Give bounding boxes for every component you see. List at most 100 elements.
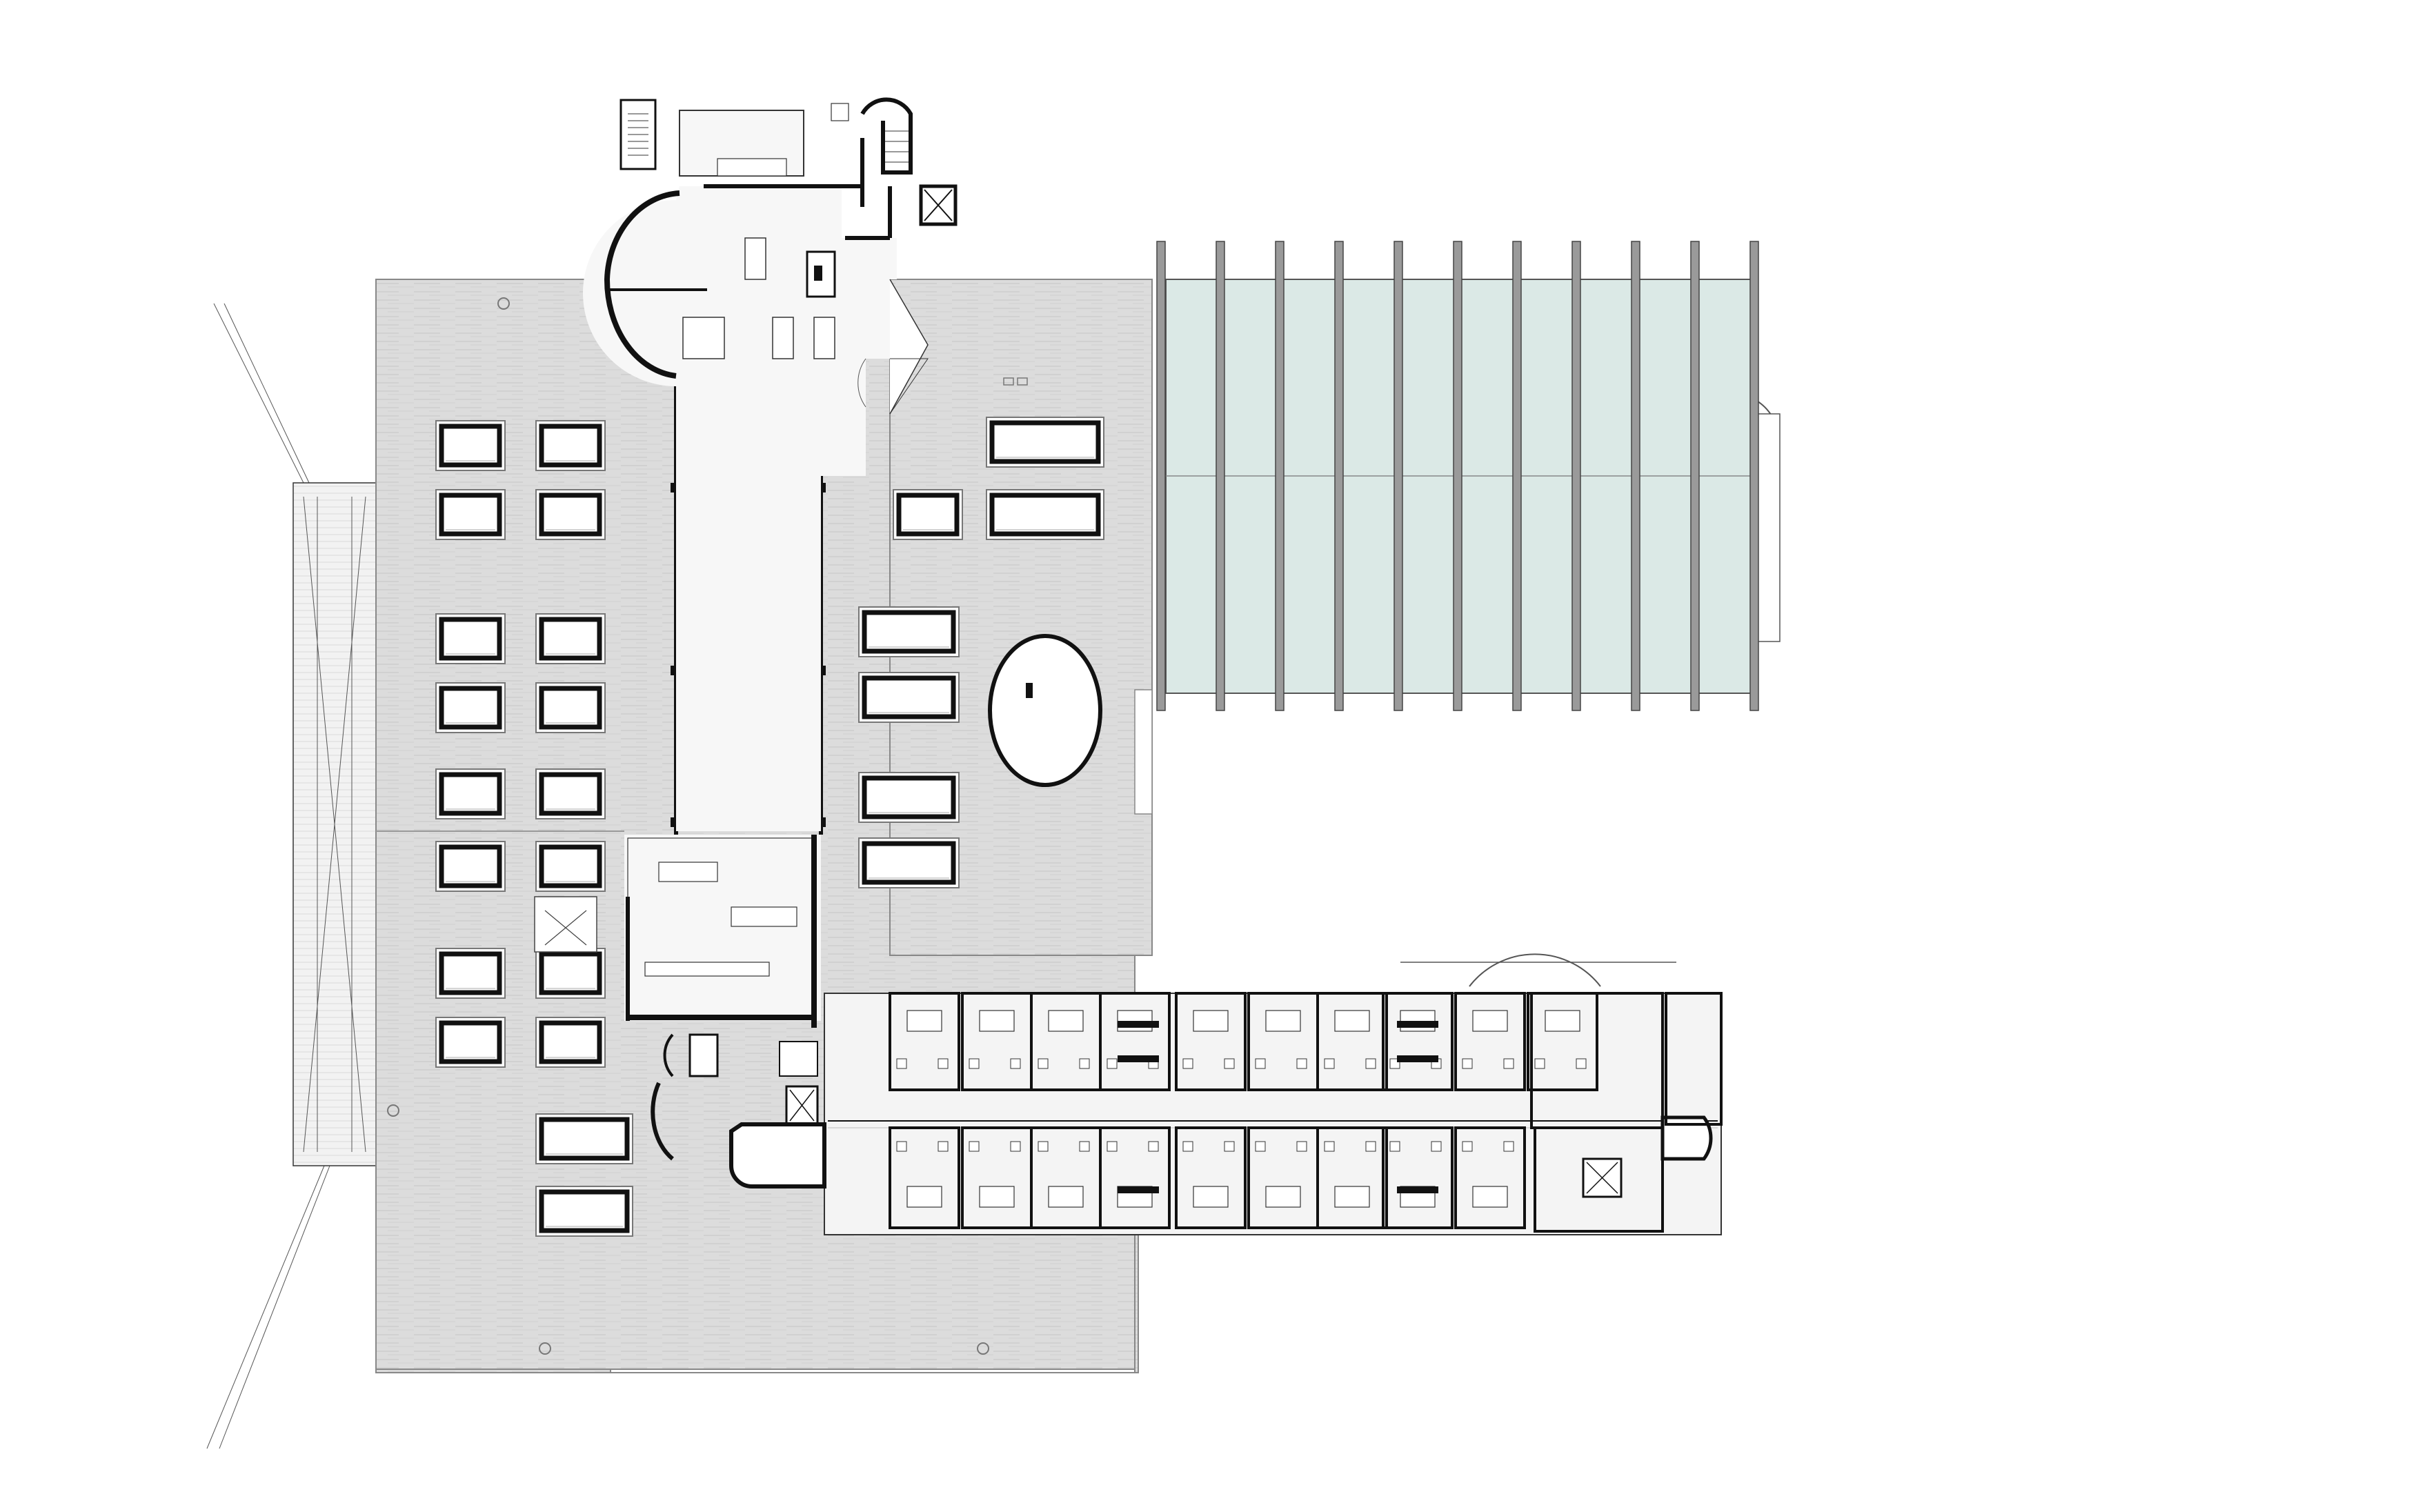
chair [1576, 1058, 1587, 1069]
bed [979, 1186, 1015, 1208]
skylight [535, 1113, 633, 1164]
skylight [858, 837, 960, 888]
chair [1534, 1058, 1545, 1069]
glass-fin [1571, 241, 1581, 711]
chair [1431, 1141, 1442, 1152]
bed [906, 1010, 942, 1032]
chair [969, 1141, 980, 1152]
oval-rooflight [988, 634, 1102, 787]
chair [1224, 1058, 1235, 1069]
hotel-room [1316, 992, 1388, 1091]
bed [1472, 1010, 1508, 1032]
bed [1265, 1186, 1301, 1208]
chair [1224, 1141, 1235, 1152]
chair [1324, 1058, 1335, 1069]
skylight [435, 613, 506, 664]
hotel-room [1175, 992, 1247, 1091]
glass-fin [1334, 241, 1344, 711]
chair [896, 1141, 907, 1152]
skylight [535, 682, 606, 733]
site-edge-lines [206, 303, 330, 1449]
core-bar [1118, 1021, 1159, 1028]
glass-fin [1156, 241, 1166, 711]
skylight [535, 768, 606, 819]
skylight [435, 489, 506, 540]
chair [1296, 1058, 1307, 1069]
core-bar [1397, 1186, 1438, 1193]
skylight [986, 417, 1104, 468]
hotel-room [1247, 1126, 1319, 1229]
glass-fin [1275, 241, 1285, 711]
chair [1503, 1058, 1514, 1069]
skylight [435, 682, 506, 733]
bed [1545, 1010, 1580, 1032]
chair [1038, 1141, 1049, 1152]
core-bar [1118, 1055, 1159, 1062]
chair [1462, 1141, 1473, 1152]
chair [1010, 1141, 1021, 1152]
chair [1503, 1141, 1514, 1152]
chair [1107, 1141, 1118, 1152]
skylight [535, 841, 606, 892]
chair [1296, 1141, 1307, 1152]
glass-fin [1690, 241, 1700, 711]
chair [1038, 1058, 1049, 1069]
skylight [535, 420, 606, 471]
chair [1389, 1141, 1400, 1152]
bed [1193, 1186, 1229, 1208]
chair [938, 1058, 949, 1069]
hotel-wing [729, 953, 1723, 1235]
hotel-rooms-top [889, 992, 1598, 1091]
north-tower [583, 97, 958, 831]
chair [1079, 1058, 1090, 1069]
chair [1365, 1141, 1376, 1152]
glass-fin [1512, 241, 1522, 711]
chair [1182, 1141, 1193, 1152]
bed [1193, 1010, 1229, 1032]
skylight [858, 606, 960, 657]
chair [1010, 1058, 1021, 1069]
entrance-ramp [292, 482, 377, 1166]
hotel-room [1527, 992, 1598, 1091]
skylight [986, 489, 1104, 540]
roof-drains [387, 297, 989, 1355]
bed [979, 1010, 1015, 1032]
glass-roof [1156, 241, 1781, 711]
skylight [858, 672, 960, 723]
glass-roof-fins [1156, 241, 1759, 711]
skylight [535, 948, 606, 999]
bed [1265, 1010, 1301, 1032]
chair [938, 1141, 949, 1152]
hotel-room [889, 992, 960, 1091]
core-bar [1397, 1055, 1438, 1062]
bed [1334, 1010, 1370, 1032]
skylight [858, 772, 960, 823]
chair [1079, 1141, 1090, 1152]
hotel-rooms-bottom [889, 1126, 1526, 1229]
skylight [535, 613, 606, 664]
hotel-room [1454, 992, 1526, 1091]
skylight [535, 489, 606, 540]
hotel-room [1175, 1126, 1247, 1229]
skylight [435, 768, 506, 819]
skylight [435, 1017, 506, 1068]
skylight [435, 420, 506, 471]
glass-fin [1394, 241, 1403, 711]
hotel-room [889, 1126, 960, 1229]
chair [1462, 1058, 1473, 1069]
chair [969, 1058, 980, 1069]
roof-vent [1003, 377, 1014, 386]
bed [1048, 1010, 1084, 1032]
skylight [435, 948, 506, 999]
skylights-right [858, 377, 1104, 888]
skylight [435, 841, 506, 892]
chair [1107, 1058, 1118, 1069]
hotel-room [1030, 1126, 1102, 1229]
hotel-room [1316, 1126, 1388, 1229]
skylight [535, 1186, 633, 1237]
chair [1182, 1058, 1193, 1069]
glass-fin [1216, 241, 1225, 711]
skylights-left [435, 420, 633, 1237]
chair [1148, 1141, 1159, 1152]
